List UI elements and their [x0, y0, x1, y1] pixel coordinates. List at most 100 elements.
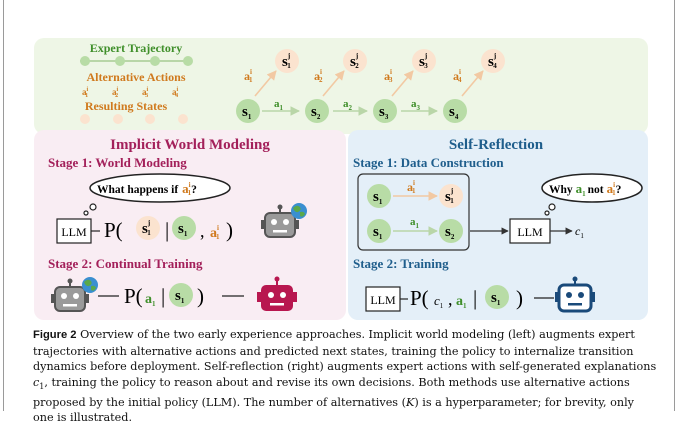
- resulting-state: [481, 49, 505, 73]
- svg-text:s3: s3: [379, 104, 389, 121]
- svg-text:a1: a1: [410, 216, 420, 230]
- legend-result-dot: [145, 114, 155, 124]
- globe-icon: [82, 277, 98, 293]
- svg-text:s2: s2: [311, 104, 321, 121]
- svg-text:P(: P(: [104, 218, 123, 242]
- legend-expert-label: Expert Trajectory: [90, 41, 183, 55]
- llm-label: LLM: [61, 225, 87, 239]
- resulting-state: [343, 49, 367, 73]
- svg-text:): ): [197, 284, 204, 308]
- svg-text:,: ,: [448, 289, 453, 309]
- svg-text:P(: P(: [410, 286, 429, 310]
- caption-k: K: [405, 395, 415, 409]
- svg-text:sj1: sj1: [142, 219, 151, 237]
- caption-text: Overview of the two early experience app…: [33, 328, 657, 374]
- left-border: [3, 0, 4, 411]
- resulting-state: [412, 49, 436, 73]
- expert-state: [373, 99, 397, 123]
- expert-state: [443, 99, 467, 123]
- svg-text:): ): [226, 218, 233, 242]
- svg-text:sj1: sj1: [282, 52, 291, 70]
- legend-expert-dot: [80, 56, 90, 66]
- expert-action: a2: [343, 98, 353, 112]
- expert-state: [367, 219, 391, 243]
- caption-text: , training the policy to reason about an…: [33, 375, 630, 409]
- svg-text:s4: s4: [449, 104, 459, 121]
- svg-text:|: |: [161, 284, 165, 308]
- expert-state: [439, 219, 463, 243]
- svg-text:|: |: [473, 286, 477, 310]
- right-border: [674, 0, 675, 411]
- implicit-title: Implicit World Modeling: [110, 137, 270, 153]
- svg-text:ai1: ai1: [407, 179, 416, 195]
- resulting-state: [275, 49, 299, 73]
- svg-text:s1: s1: [242, 104, 252, 121]
- reflection-stage1-label: Stage 1: Data Construction: [353, 155, 504, 170]
- implicit-stage1-label: Stage 1: World Modeling: [48, 155, 187, 170]
- svg-text:sj1: sj1: [445, 187, 454, 205]
- svg-text:s1: s1: [491, 290, 501, 307]
- explanation-c1: c1: [575, 224, 584, 240]
- policy-formula: P( a1 | s1 ): [124, 283, 204, 308]
- expert-action: a1: [274, 98, 284, 112]
- svg-text:sj2: sj2: [350, 52, 359, 70]
- llm-box: [56, 218, 92, 244]
- legend-result-dot: [80, 114, 90, 124]
- svg-text:,: ,: [200, 221, 205, 241]
- figure-label: Figure 2: [33, 329, 77, 341]
- svg-text:P(: P(: [124, 284, 143, 308]
- data-construction-box: [357, 173, 470, 251]
- svg-text:sj3: sj3: [419, 52, 428, 70]
- expert-state: [236, 99, 260, 123]
- svg-text:s1: s1: [373, 224, 383, 241]
- reflection-title: Self-Reflection: [449, 137, 544, 153]
- svg-text:sj4: sj4: [488, 52, 497, 70]
- expert-action: a3: [411, 98, 421, 112]
- expert-state: [305, 99, 329, 123]
- svg-text:c1: c1: [434, 293, 444, 310]
- expert-state: [367, 184, 391, 208]
- globe-icon: [291, 203, 307, 219]
- svg-text:ai1: ai1: [210, 224, 220, 241]
- llm-label: LLM: [370, 293, 396, 307]
- implicit-stage2-label: Stage 2: Continual Training: [48, 256, 203, 271]
- resulting-state: [439, 184, 463, 208]
- svg-text:): ): [516, 286, 523, 310]
- diagram: Expert Trajectory Alternative Actions ai…: [34, 38, 648, 320]
- llm-box: [509, 218, 551, 244]
- figure-caption: Figure 2 Overview of the two early exper…: [33, 327, 658, 426]
- reflection-stage2-label: Stage 2: Training: [353, 256, 449, 271]
- reflection-formula: P( c1 , a1 | s1 ): [410, 285, 523, 310]
- svg-text:s2: s2: [445, 224, 455, 241]
- legend-resulting-label: Resulting States: [85, 99, 168, 113]
- robot-pink-icon: [257, 276, 297, 311]
- legend: Expert Trajectory Alternative Actions ai…: [80, 41, 193, 124]
- legend-expert-dot: [150, 56, 160, 66]
- svg-text:a1: a1: [145, 292, 156, 308]
- llm-label: LLM: [517, 225, 543, 239]
- llm-box: [365, 286, 401, 312]
- robot-gray-icon: [51, 278, 89, 312]
- svg-text:s1: s1: [178, 221, 188, 238]
- svg-text:s1: s1: [175, 288, 185, 305]
- robot-gray-icon: [261, 204, 299, 238]
- legend-alternative-label: Alternative Actions: [87, 70, 186, 84]
- legend-result-dot: [113, 114, 123, 124]
- legend-expert-dot: [115, 56, 125, 66]
- legend-expert-dot: [183, 56, 193, 66]
- legend-result-dot: [178, 114, 188, 124]
